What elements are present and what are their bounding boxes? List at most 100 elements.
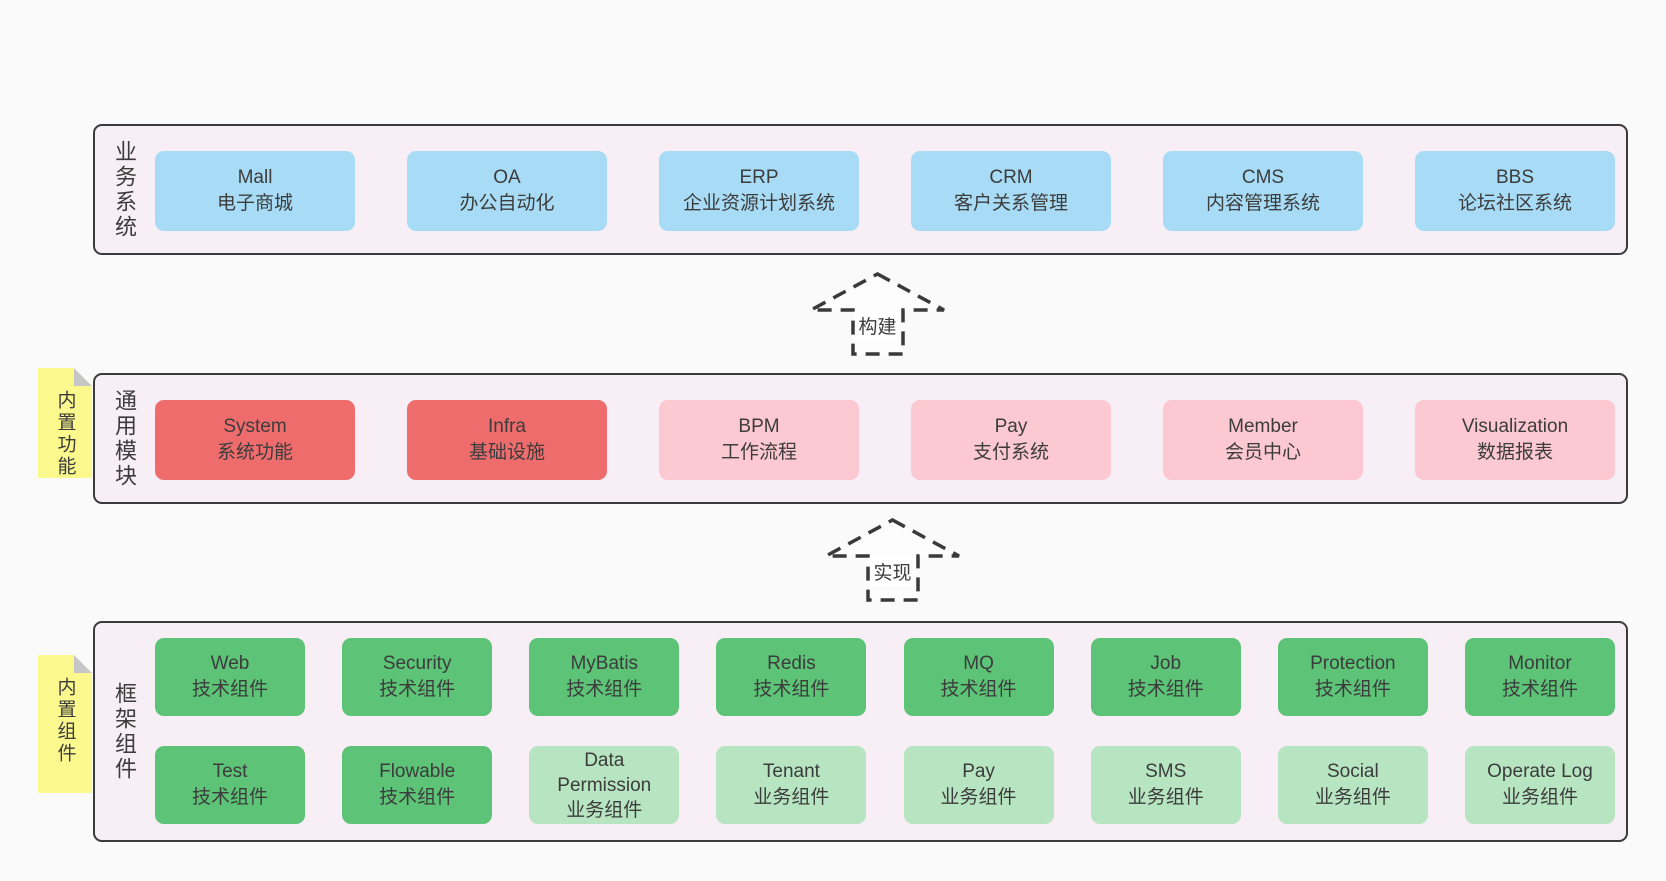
panel-label-modules: 通用模块 [112,388,137,489]
box-title: Pay [994,416,1028,437]
box-title: Visualization [1461,416,1569,437]
box-subtitle: 技术组件 [753,679,830,700]
box-subtitle: 办公自动化 [459,193,555,214]
sticky-fold-corner [74,368,92,386]
box-title: Redis [767,653,816,674]
box-title: Mall [237,167,273,188]
box-title: Security [382,653,452,674]
box-visualization: Visualization 数据报表 [1415,400,1615,480]
box-subtitle: 业务组件 [753,787,830,808]
box-title: CRM [989,167,1033,188]
panel-label-framework: 框架组件 [112,681,137,782]
arrow-label-implement: 实现 [870,558,915,585]
box-operate-log: Operate Log 业务组件 [1464,746,1615,824]
business-systems-panel: 业务系统 Mall 电子商城 OA 办公自动化 ERP 企业资源计划系统 CRM… [93,124,1628,255]
box-mall: Mall 电子商城 [155,151,355,231]
box-title: Job [1150,653,1182,674]
box-subtitle: 会员中心 [1224,442,1301,463]
box-subtitle: 支付系统 [972,442,1049,463]
box-title: Web [210,653,250,674]
box-social: Social 业务组件 [1277,746,1428,824]
implement-arrow: 实现 [823,517,962,603]
box-title: Member [1228,416,1298,437]
box-subtitle: 技术组件 [379,679,456,700]
box-oa: OA 办公自动化 [407,151,607,231]
box-subtitle: 内容管理系统 [1205,193,1320,214]
box-subtitle: 企业资源计划系统 [682,193,835,214]
box-title: Monitor [1508,653,1572,674]
box-title: SMS [1145,761,1187,782]
box-mq: MQ 技术组件 [903,638,1054,716]
box-tenant: Tenant 业务组件 [716,746,867,824]
box-title: System [223,416,287,437]
box-title: Tenant [762,761,820,782]
box-subtitle: 技术组件 [379,787,456,808]
sticky-note-label: 内置组件 [54,677,76,765]
box-flowable: Flowable 技术组件 [342,746,493,824]
box-job: Job 技术组件 [1090,638,1241,716]
box-subtitle: 技术组件 [191,679,268,700]
box-title: Test [212,761,248,782]
framework-components-panel: 框架组件 Web 技术组件 Security 技术组件 MyBatis 技术组件… [93,621,1628,842]
box-subtitle: 系统功能 [216,442,293,463]
box-monitor: Monitor 技术组件 [1464,638,1615,716]
box-pay: Pay 支付系统 [911,400,1111,480]
box-bbs: BBS 论坛社区系统 [1415,151,1615,231]
sticky-fold-corner [74,655,92,673]
box-subtitle: 基础设施 [468,442,545,463]
business-box-row: Mall 电子商城 OA 办公自动化 ERP 企业资源计划系统 CRM 客户关系… [155,151,1615,231]
sticky-note-builtin-features: 内置功能 [38,368,92,478]
box-system: System 系统功能 [155,400,355,480]
sticky-note-builtin-components: 内置组件 [38,655,92,793]
box-title: ERP [739,167,779,188]
box-subtitle: 技术组件 [566,679,643,700]
box-title: Infra [487,416,527,437]
box-subtitle: 业务组件 [1127,787,1204,808]
box-subtitle: 技术组件 [1501,679,1578,700]
box-title: BPM [738,416,780,437]
box-title: Social [1326,761,1379,782]
box-subtitle: 业务组件 [1314,787,1391,808]
box-subtitle: 数据报表 [1476,442,1553,463]
box-mybatis: MyBatis 技术组件 [529,638,680,716]
framework-box-row-1: Web 技术组件 Security 技术组件 MyBatis 技术组件 Redi… [155,638,1615,716]
box-subtitle: 技术组件 [1314,679,1391,700]
box-crm: CRM 客户关系管理 [911,151,1111,231]
box-subtitle: 业务组件 [1501,787,1578,808]
box-title: CMS [1241,167,1285,188]
box-infra: Infra 基础设施 [407,400,607,480]
box-title: MyBatis [570,653,639,674]
box-subtitle: 业务组件 [566,799,643,821]
box-title: Data Permission [557,749,652,796]
box-subtitle: 工作流程 [720,442,797,463]
box-security: Security 技术组件 [342,638,493,716]
box-title: MQ [963,653,994,674]
box-erp: ERP 企业资源计划系统 [659,151,859,231]
box-data-permission: Data Permission 业务组件 [529,746,680,824]
box-title: Pay [962,761,995,782]
box-pay-biz: Pay 业务组件 [903,746,1054,824]
box-subtitle: 技术组件 [1127,679,1204,700]
box-subtitle: 技术组件 [191,787,268,808]
box-title: Flowable [379,761,456,782]
box-member: Member 会员中心 [1163,400,1363,480]
box-sms: SMS 业务组件 [1090,746,1241,824]
box-subtitle: 客户关系管理 [953,193,1068,214]
build-arrow: 构建 [808,271,947,357]
box-bpm: BPM 工作流程 [659,400,859,480]
arrow-label-build: 构建 [855,312,900,339]
box-title: BBS [1495,167,1535,188]
box-subtitle: 业务组件 [940,787,1017,808]
box-title: OA [493,167,521,188]
box-title: Protection [1310,653,1396,674]
sticky-note-label: 内置功能 [54,390,76,478]
box-test: Test 技术组件 [155,746,305,824]
panel-label-business: 业务系统 [112,139,137,240]
box-title: Operate Log [1487,761,1593,782]
box-subtitle: 电子商城 [216,193,293,214]
box-web: Web 技术组件 [155,638,305,716]
framework-box-row-2: Test 技术组件 Flowable 技术组件 Data Permission … [155,746,1615,824]
box-subtitle: 技术组件 [940,679,1017,700]
box-cms: CMS 内容管理系统 [1163,151,1363,231]
